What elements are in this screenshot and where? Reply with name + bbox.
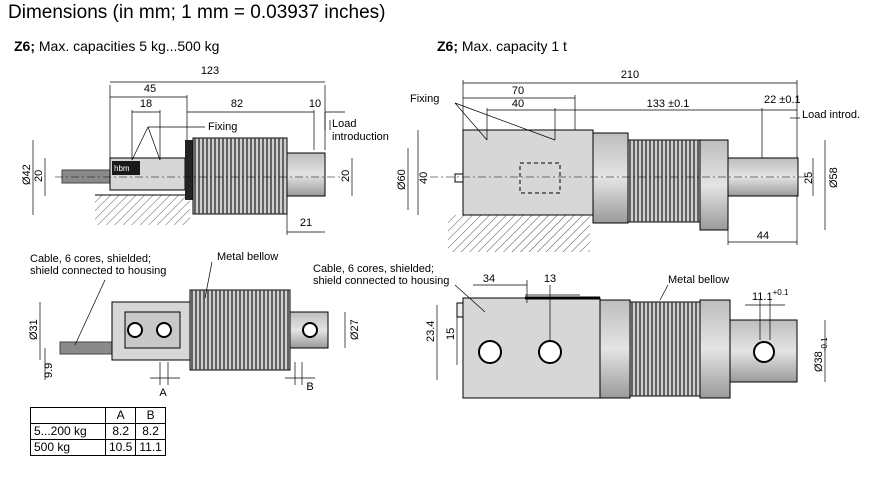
dim-40-vertical: 40 <box>418 172 430 184</box>
dim-25: 25 <box>803 172 815 184</box>
table-header-row: A B <box>30 407 166 424</box>
dim-15: 15 <box>445 328 457 340</box>
bellow-body <box>627 139 701 223</box>
left-bottom-view: Cable, 6 cores, shielded; shield connect… <box>28 251 361 399</box>
dim-o38-value: Ø38 <box>813 351 825 372</box>
dim-23-4: 23.4 <box>425 321 437 342</box>
dim-70: 70 <box>512 85 524 97</box>
right-top-view: 210 70 40 133 ±0.1 22 ±0.1 Fixing Load i… <box>396 69 860 252</box>
bellow-label-right: Metal bellow <box>668 274 729 286</box>
right-heading: Z6; Max. capacity 1 t <box>437 38 567 54</box>
table-cell: 5...200 kg <box>30 423 106 440</box>
dim-22: 22 ±0.1 <box>764 94 801 106</box>
table-cell: 500 kg <box>30 439 106 456</box>
dim-o38-tolerance: -0.1 <box>820 337 829 351</box>
dim-20-right: 20 <box>340 170 352 182</box>
right-heading-model: Z6; <box>437 38 458 54</box>
fixing-label-right: Fixing <box>410 93 439 105</box>
label-a: A <box>159 387 167 399</box>
dim-20-left: 20 <box>33 170 45 182</box>
dim-11-1-value: 11.1 <box>752 291 773 303</box>
dim-o31: Ø31 <box>28 319 40 340</box>
table-header-cell: B <box>135 407 166 424</box>
hatch-right-base <box>448 215 575 252</box>
left-heading: Z6; Max. capacities 5 kg...500 kg <box>14 38 219 54</box>
load-label-1: Load <box>332 118 356 130</box>
dim-18: 18 <box>140 98 152 110</box>
dim-o58: Ø58 <box>828 167 840 188</box>
dim-82: 82 <box>231 98 243 110</box>
load-pin-left <box>286 152 326 197</box>
table-cell: 8.2 <box>104 423 137 440</box>
dim-123: 123 <box>201 65 219 77</box>
label-b: B <box>306 381 313 393</box>
dim-o27: Ø27 <box>349 319 361 340</box>
hole-1 <box>127 322 143 338</box>
flange-right <box>592 132 629 224</box>
table-cell: 10.5 <box>104 439 137 456</box>
hole-r2 <box>538 340 562 364</box>
cable-label-r2: shield connected to housing <box>313 275 449 287</box>
dim-210: 210 <box>621 69 639 81</box>
fixing-label-left: Fixing <box>208 121 237 133</box>
cable-label-2: shield connected to housing <box>30 265 166 277</box>
load-introd-label: Load introd. <box>802 109 860 121</box>
dim-34: 34 <box>483 273 495 285</box>
dim-o38: Ø38-0.1 <box>813 337 829 372</box>
hatch-left-base <box>95 195 190 225</box>
table-row: 500 kg 10.5 11.1 <box>30 439 166 456</box>
dim-44: 44 <box>757 230 769 242</box>
end-flange-right-bottom <box>699 299 731 399</box>
right-bottom-view: Cable, 6 cores, shielded; shield connect… <box>313 263 829 399</box>
plug <box>454 173 464 183</box>
flange-left <box>185 140 193 200</box>
end-flange-right <box>699 139 729 231</box>
bellow-left-top <box>192 137 288 215</box>
left-heading-capacity: Max. capacities 5 kg...500 kg <box>35 38 220 54</box>
load-label-2: introduction <box>332 131 389 143</box>
dim-45: 45 <box>144 83 156 95</box>
table-cell: 8.2 <box>135 423 166 440</box>
bellow-left-bottom <box>189 289 291 371</box>
hole-r1 <box>478 340 502 364</box>
bellow-label-left: Metal bellow <box>217 251 278 263</box>
dim-40: 40 <box>512 98 524 110</box>
table-header-cell: A <box>104 407 137 424</box>
right-heading-capacity: Max. capacity 1 t <box>458 38 567 54</box>
hole-r3 <box>753 341 775 363</box>
flange-right-bottom <box>599 299 631 399</box>
left-top-view: hbm 123 45 18 82 10 Fixing Load introduc… <box>21 65 389 235</box>
cable-label-r1: Cable, 6 cores, shielded; <box>313 263 434 275</box>
page-title: Dimensions (in mm; 1 mm = 0.03937 inches… <box>8 2 386 23</box>
cable-left <box>61 169 111 184</box>
dim-o42: Ø42 <box>21 164 33 185</box>
hole-3 <box>302 322 318 338</box>
table-row: 5...200 kg 8.2 8.2 <box>30 423 166 440</box>
hbm-logo <box>112 161 140 175</box>
table-header-cell <box>30 407 106 424</box>
bellow-right-top <box>627 139 701 223</box>
hbm-logo-text: hbm <box>114 164 130 173</box>
cable-left-bottom <box>59 341 116 355</box>
bellow-right-bottom <box>629 301 701 397</box>
dim-o60: Ø60 <box>396 169 408 190</box>
dim-11-1: 11.1+0.1 <box>752 288 789 303</box>
table-cell: 11.1 <box>135 439 166 456</box>
dim-9-9: 9.9 <box>43 363 55 378</box>
left-heading-model: Z6; <box>14 38 35 54</box>
dim-133: 133 ±0.1 <box>647 98 690 110</box>
hole-2 <box>156 322 172 338</box>
dimension-table: A B 5...200 kg 8.2 8.2 500 kg 10.5 11.1 <box>30 407 166 456</box>
dim-21: 21 <box>300 217 312 229</box>
dim-10: 10 <box>309 98 321 110</box>
cable-label-1: Cable, 6 cores, shielded; <box>30 253 151 265</box>
dim-11-1-tolerance: +0.1 <box>773 288 789 297</box>
dim-13: 13 <box>544 273 556 285</box>
body-right <box>462 129 594 216</box>
